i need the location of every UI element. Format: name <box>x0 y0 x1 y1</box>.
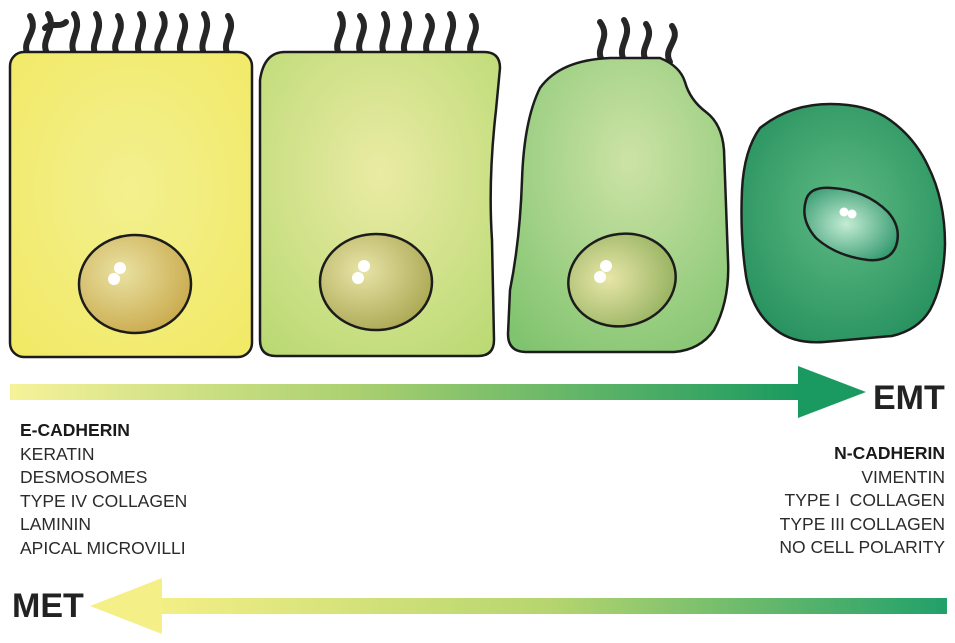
cell-epithelial <box>10 14 252 357</box>
marker-laminin: LAMININ <box>20 513 187 537</box>
met-label: MET <box>12 587 84 626</box>
marker-no-cell-polarity: NO CELL POLARITY <box>779 536 945 560</box>
cell-mesenchymal <box>742 104 946 342</box>
cell-intermediate-2 <box>508 20 728 352</box>
marker-apical-microvilli: APICAL MICROVILLI <box>20 537 187 561</box>
nucleus <box>79 235 191 333</box>
marker-type-iii-collagen: TYPE III COLLAGEN <box>779 513 945 537</box>
nucleus <box>320 234 432 330</box>
microvilli <box>600 20 675 62</box>
marker-n-cadherin: N-CADHERIN <box>779 442 945 466</box>
marker-type-i-collagen: TYPE I COLLAGEN <box>779 489 945 513</box>
marker-desmosomes: DESMOSOMES <box>20 466 187 490</box>
marker-keratin: KERATIN <box>20 443 187 467</box>
marker-e-cadherin: E-CADHERIN <box>20 419 187 443</box>
epithelial-markers: E-CADHERIN KERATIN DESMOSOMES TYPE IV CO… <box>20 419 187 560</box>
emt-label: EMT <box>873 379 945 418</box>
microvilli <box>26 14 231 55</box>
marker-type-iv-collagen: TYPE IV COLLAGEN <box>20 490 187 514</box>
met-arrow <box>90 578 947 634</box>
marker-vimentin: VIMENTIN <box>779 466 945 490</box>
emt-arrow <box>10 366 866 418</box>
mesenchymal-markers: N-CADHERIN VIMENTIN TYPE I COLLAGEN TYPE… <box>779 442 945 560</box>
cell-intermediate-1 <box>260 14 500 356</box>
microvilli <box>337 14 476 55</box>
